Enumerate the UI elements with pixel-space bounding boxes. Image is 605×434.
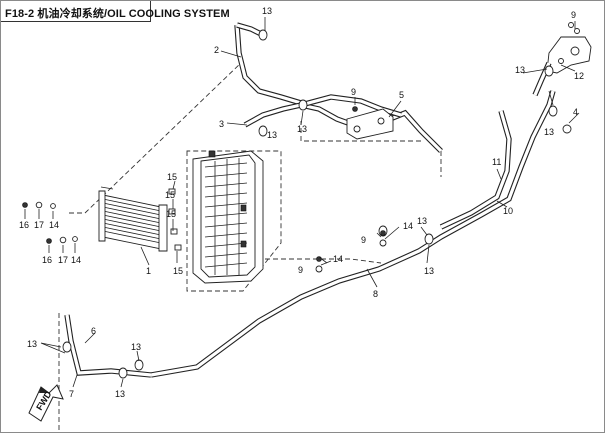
callout-14: 14 bbox=[333, 254, 343, 264]
leader-lines bbox=[24, 17, 580, 388]
callout-10: 10 bbox=[503, 206, 513, 216]
callout-1: 1 bbox=[146, 266, 151, 276]
callout-15: 15 bbox=[173, 266, 183, 276]
callout-2: 2 bbox=[214, 45, 219, 55]
fwd-arrow-icon: FWD bbox=[28, 384, 64, 422]
callout-9: 9 bbox=[571, 10, 576, 20]
callout-13: 13 bbox=[115, 389, 125, 399]
callout-13: 13 bbox=[515, 65, 525, 75]
callout-15: 15 bbox=[167, 172, 177, 182]
callout-3: 3 bbox=[219, 119, 224, 129]
callout-7: 7 bbox=[69, 389, 74, 399]
callout-12: 12 bbox=[574, 71, 584, 81]
callout-13: 13 bbox=[267, 130, 277, 140]
callout-13: 13 bbox=[131, 342, 141, 352]
callout-13: 13 bbox=[27, 339, 37, 349]
callout-8: 8 bbox=[373, 289, 378, 299]
callout-14: 14 bbox=[49, 220, 59, 230]
callout-15: 15 bbox=[166, 209, 176, 219]
callout-14: 14 bbox=[403, 221, 413, 231]
radiator-core bbox=[192, 150, 264, 284]
callout-16: 16 bbox=[42, 255, 52, 265]
fasteners bbox=[22, 22, 580, 273]
callout-9: 9 bbox=[361, 235, 366, 245]
callout-14: 14 bbox=[71, 255, 81, 265]
callout-13: 13 bbox=[424, 266, 434, 276]
reference-outlines bbox=[58, 60, 442, 431]
page-title: F18-2 机油冷却系统/OIL COOLING SYSTEM bbox=[5, 8, 230, 20]
callout-13: 13 bbox=[262, 6, 272, 16]
callout-17: 17 bbox=[58, 255, 68, 265]
callout-5: 5 bbox=[399, 90, 404, 100]
callout-9: 9 bbox=[351, 87, 356, 97]
callout-6: 6 bbox=[91, 326, 96, 336]
callout-13: 13 bbox=[297, 124, 307, 134]
callout-11: 11 bbox=[492, 157, 501, 167]
header-tab: F18-2 机油冷却系统/OIL COOLING SYSTEM bbox=[1, 1, 230, 22]
callout-13: 13 bbox=[544, 127, 554, 137]
hose-2 bbox=[234, 22, 312, 108]
callout-15: 15 bbox=[165, 190, 175, 200]
oil-cooler-radiator bbox=[98, 186, 168, 252]
pipe-bracket-5 bbox=[346, 108, 394, 140]
hose-5 bbox=[243, 94, 443, 153]
callout-16: 16 bbox=[19, 220, 29, 230]
callout-4: 4 bbox=[573, 107, 578, 117]
callout-labels: 13 2 3 13 13 9 5 9 13 12 4 13 11 10 15 1… bbox=[19, 6, 584, 399]
callout-17: 17 bbox=[34, 220, 44, 230]
callout-13: 13 bbox=[417, 216, 427, 226]
callout-9: 9 bbox=[298, 265, 303, 275]
